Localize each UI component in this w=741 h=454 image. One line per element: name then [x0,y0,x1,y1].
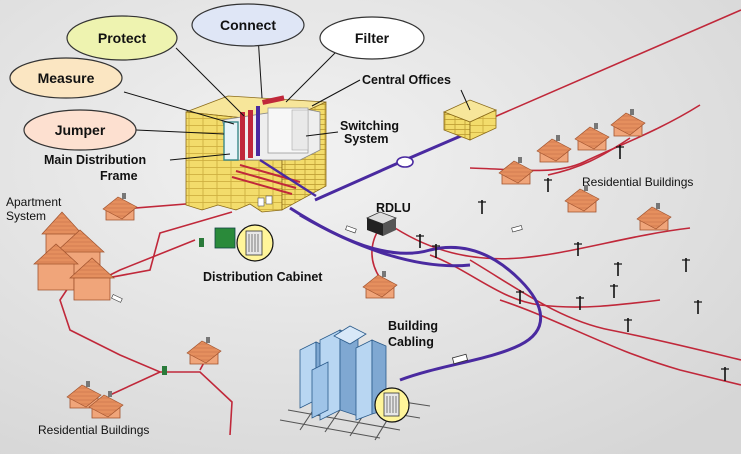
connect-label: Connect [220,17,276,33]
splice-connector [111,156,523,365]
measure-label: Measure [38,70,95,86]
mdf-label-1: Main Distribution [44,153,146,167]
apartment-label-1: Apartment [6,195,62,209]
rdlu-label: RDLU [376,201,411,215]
jumper-label: Jumper [55,122,106,138]
distribution-cabinet [214,224,274,262]
protect-bubble: Protect [66,15,178,61]
apartment-buildings [33,211,115,301]
apartment-label-2: System [6,209,46,223]
protect-label: Protect [98,30,147,46]
building-cabling-label-1: Building [388,319,438,333]
central-offices-building [442,99,498,141]
switching-system-label-2: System [344,132,388,146]
rdlu-cabinet [365,211,398,236]
leader-lines [123,35,471,161]
filter-bubble: Filter [319,16,425,60]
jumper-bubble: Jumper [23,109,137,151]
mdf-label-2: Frame [100,169,138,183]
pedestals [162,238,204,375]
measure-bubble: Measure [9,57,123,99]
filter-label: Filter [355,30,390,46]
distribution-cabinet-label: Distribution Cabinet [203,270,323,284]
residential-buildings-right-label: Residential Buildings [582,175,693,189]
switching-system-label-1: Switching [340,119,399,133]
building-cabling-cabinet [374,387,410,423]
central-offices-label: Central Offices [362,73,451,87]
building-cabling-label-2: Cabling [388,335,434,349]
central-office-building [185,95,327,213]
residential-buildings-bottom-label: Residential Buildings [38,423,149,437]
connect-bubble: Connect [191,3,305,47]
